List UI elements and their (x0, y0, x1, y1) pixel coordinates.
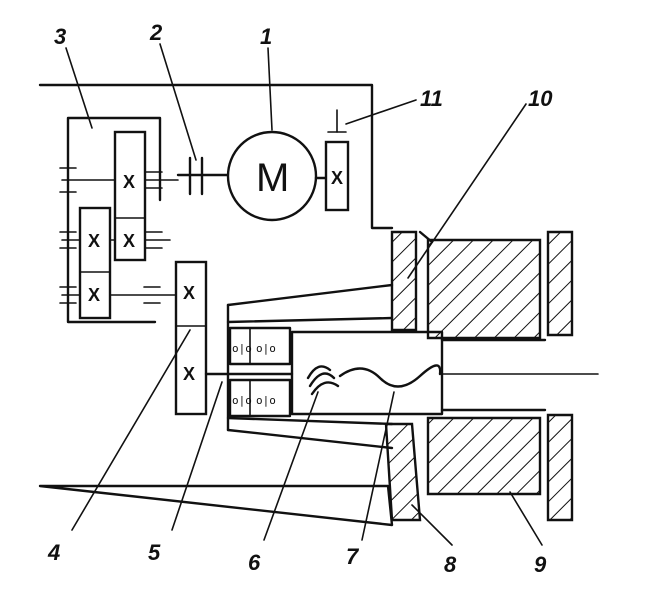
belt-pulley (324, 109, 350, 212)
label-11: 11 (420, 86, 443, 111)
label-7: 7 (346, 544, 360, 569)
bearing-mark-4: o|o (256, 394, 276, 407)
label-9: 9 (534, 552, 547, 577)
gear-mark-f: X (183, 364, 195, 384)
coupling (176, 156, 230, 196)
spindle-body (290, 330, 599, 416)
gear-mark-pulley: X (331, 168, 343, 188)
leader-lines (65, 43, 543, 546)
gearbox (59, 116, 179, 324)
rear-plate (546, 230, 574, 522)
bearing-mark-1: o|o (232, 342, 252, 355)
workpiece-disk (418, 230, 542, 496)
label-2: 2 (149, 20, 163, 45)
motor (226, 130, 328, 222)
bearing-mark-2: o|o (256, 342, 276, 355)
label-5: 5 (148, 540, 161, 565)
spring-element (306, 364, 442, 396)
gear-mark-a: X (123, 172, 135, 192)
quill-housing (226, 283, 394, 450)
front-flange (384, 230, 422, 522)
bearing-mark-3: o|o (232, 394, 252, 407)
label-3: 3 (54, 24, 66, 49)
output-gear (174, 260, 208, 416)
gear-mark-d: X (88, 285, 100, 305)
gear-mark-c: X (88, 231, 100, 251)
motor-letter: M (256, 156, 289, 200)
bearing-block (228, 326, 292, 418)
label-4: 4 (47, 540, 60, 565)
gear-mark-b: X (123, 231, 135, 251)
label-1: 1 (260, 24, 272, 49)
label-10: 10 (528, 86, 553, 111)
label-8: 8 (444, 552, 457, 577)
gear-mark-e: X (183, 283, 195, 303)
label-6: 6 (248, 550, 261, 575)
